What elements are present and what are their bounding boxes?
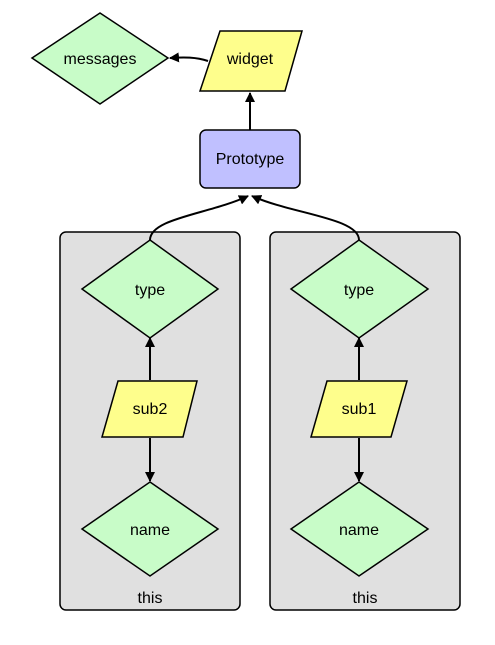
node-type-left-label: type [135,282,165,299]
node-type-right: type [289,239,430,339]
edge-widget-to-messages [169,52,209,63]
node-sub1: sub1 [310,380,408,438]
node-name-left: name [80,481,220,577]
node-type-left: type [80,239,220,339]
node-sub1-label: sub1 [342,401,377,418]
node-name-left-label: name [130,522,170,539]
cluster-left-label: this [138,590,163,607]
node-prototype-label: Prototype [216,151,285,168]
edge-type-left-to-prototype [149,195,249,241]
edges [145,52,364,482]
node-messages: messages [30,12,170,105]
node-messages-label: messages [64,51,137,68]
node-sub2: sub2 [101,380,198,438]
node-name-right-label: name [339,522,379,539]
node-type-right-label: type [344,282,374,299]
node-sub2-label: sub2 [133,401,168,418]
node-widget: widget [198,30,303,92]
cluster-right-label: this [353,590,378,607]
node-widget-label: widget [226,51,274,68]
node-prototype: Prototype [199,129,301,189]
node-name-right: name [289,481,430,577]
edge-type-right-to-prototype [251,195,360,241]
